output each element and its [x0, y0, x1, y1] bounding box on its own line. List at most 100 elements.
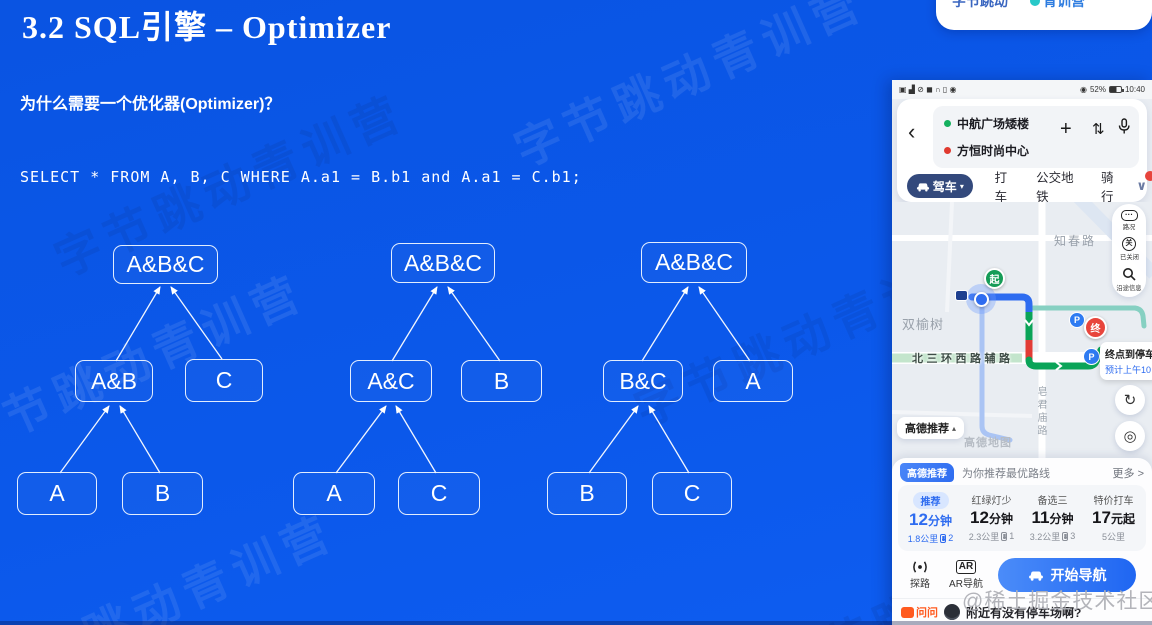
traffic-light-icon: [1001, 531, 1008, 541]
recommend-source-pill[interactable]: 高德推荐 ▴: [897, 417, 965, 439]
traffic-icon: ···: [1120, 210, 1138, 221]
more-routes-link[interactable]: 更多 >: [1112, 467, 1144, 480]
ask-badge: 问问: [901, 604, 938, 620]
chevron-down-icon: ∨: [1136, 178, 1147, 193]
tree2-mid-left: A&C: [350, 360, 432, 402]
ask-question-text: 附近有没有停车场啊?: [966, 605, 1082, 620]
amap-recommend-badge: 高德推荐: [900, 463, 954, 482]
road-label-vertical: 皂君庙路: [1035, 386, 1046, 438]
caret-up-icon: ▴: [952, 423, 957, 433]
sheet-header: 高德推荐 为你推荐最优路线 更多 >: [892, 463, 1152, 482]
avatar: [944, 604, 960, 620]
parking-marker[interactable]: P: [1083, 348, 1100, 365]
car-icon: [916, 182, 929, 192]
drive-caret-icon: ▾: [959, 181, 964, 191]
along-route-info-button[interactable]: 沿途信息: [1112, 267, 1146, 293]
battery-percent: 52%: [1089, 85, 1106, 94]
locate-me-button[interactable]: ◎: [1115, 421, 1145, 451]
tree1-leaf-left: A: [17, 472, 97, 515]
traffic-light-icon: [940, 533, 947, 543]
transport-mode-tabs: 驾车 ▾ 打车 公交地铁 骑行 ∨: [897, 171, 1152, 204]
tab-transit[interactable]: 公交地铁: [1036, 171, 1074, 204]
corner-logo-badge: 字节跳动 青训营: [936, 0, 1152, 30]
more-modes-button[interactable]: ∨: [1136, 171, 1152, 194]
tab-bike[interactable]: 骑行: [1100, 171, 1114, 204]
notification-badge: [1144, 171, 1152, 181]
start-navigation-button[interactable]: 开始导航: [998, 558, 1136, 592]
road-label-main: 北三环西路辅路: [912, 353, 1014, 365]
swap-endpoints-button[interactable]: ⇅: [1092, 121, 1105, 138]
refresh-route-button[interactable]: ↻: [1115, 385, 1145, 415]
sheet-subtitle: 为你推荐最优路线: [962, 467, 1050, 480]
map-brand-watermark: 高德地图: [964, 437, 1012, 449]
radar-icon: [913, 561, 927, 573]
vehicle-icon: [955, 290, 968, 301]
tab-taxi[interactable]: 打车: [994, 171, 1008, 204]
probe-route-button[interactable]: 探路: [898, 560, 942, 590]
status-time: 10:40: [1124, 85, 1145, 94]
refresh-icon: ↻: [1123, 392, 1137, 409]
traffic-light-icon: [1062, 531, 1069, 541]
ask-question-row[interactable]: 问问 附近有没有停车场啊?: [892, 598, 1152, 625]
destination-tooltip[interactable]: 终点到停车 预计上午10: [1100, 342, 1152, 380]
route-endpoints-field[interactable]: 中航广场矮楼 方恒时尚中心 + ⇅: [933, 106, 1139, 168]
road-label-zhichun: 知春路: [1054, 234, 1097, 248]
tree3-mid-left: B&C: [603, 360, 683, 402]
route-search-card: ‹ 中航广场矮楼 方恒时尚中心 + ⇅: [897, 99, 1152, 204]
battery-icon: [1108, 86, 1124, 93]
voice-mic-button[interactable]: [1118, 118, 1130, 137]
route-option-cheap-taxi[interactable]: 特价打车 17元起 5公里: [1092, 496, 1135, 542]
add-stop-button[interactable]: +: [1060, 118, 1072, 140]
phone-status-bar: ▣ ▟ ⊘ ◼ ∩ ▯ ◉ ◉ 52% 10:40: [892, 80, 1152, 99]
logo-dot-icon: [1030, 0, 1040, 6]
diagonal-watermark: 字节跳动青训营: [0, 505, 344, 625]
map-view[interactable]: 知春路 双榆树 北三环西路辅路 皂君庙路 高德地图 起 P 终 P 终点到停车 …: [892, 191, 1152, 458]
route-start-marker: 起: [984, 268, 1005, 289]
tab-drive[interactable]: 驾车 ▾: [907, 174, 973, 198]
tree2-leaf-right: C: [398, 472, 480, 515]
destination-row[interactable]: 方恒时尚中心: [944, 142, 1029, 159]
traffic-toggle-button[interactable]: ··· 路况: [1112, 210, 1146, 232]
tree3-leaf-left: B: [547, 472, 627, 515]
status-left-icons: ▣ ▟ ⊘ ◼ ∩ ▯ ◉: [899, 85, 957, 94]
location-icon: ◉: [1079, 85, 1087, 94]
origin-text: 中航广场矮楼: [957, 117, 1030, 131]
diagonal-watermark: 字节跳动青训营: [0, 265, 314, 467]
slide-bottom-edge: [0, 621, 1152, 625]
report-closed-button[interactable]: 关 已关闭: [1112, 237, 1146, 262]
credit-watermark: @稀土掘金技术社区: [962, 590, 1152, 613]
tree3-root: A&B&C: [641, 242, 747, 283]
tooltip-title: 终点到停车: [1105, 350, 1152, 361]
sql-statement: SELECT * FROM A, B, C WHERE A.a1 = B.b1 …: [20, 168, 582, 186]
origin-row[interactable]: 中航广场矮楼: [944, 115, 1029, 132]
tree2-root: A&B&C: [391, 243, 495, 283]
map-tools-rail: ··· 路况 关 已关闭 沿途信息: [1112, 204, 1146, 297]
page-title: 3.2 SQL引擎 – Optimizer: [22, 9, 392, 45]
destination-dot-icon: [944, 147, 951, 154]
tooltip-eta: 预计上午10: [1105, 365, 1152, 375]
phone-screenshot: ▣ ▟ ⊘ ◼ ∩ ▯ ◉ ◉ 52% 10:40 ‹ 中航广场矮楼 方恒时尚中…: [892, 80, 1152, 625]
chat-bubble-icon: [901, 606, 914, 618]
current-location-puck: [974, 292, 989, 307]
diagonal-watermark: 字节跳动青训营: [506, 0, 874, 177]
tree2-leaf-left: A: [293, 472, 375, 515]
parking-marker[interactable]: P: [1069, 312, 1085, 328]
car-icon: [1028, 571, 1043, 581]
area-label-shuangyushu: 双榆树: [902, 317, 945, 332]
search-icon: [1122, 268, 1136, 281]
question-text: 为什么需要一个优化器(Optimizer)？: [20, 96, 281, 113]
sheet-actions: 探路 AR AR导航 开始导航: [892, 555, 1152, 595]
tree3-mid-right: A: [713, 360, 793, 402]
tree2-mid-right: B: [461, 360, 542, 402]
ar-navigation-button[interactable]: AR AR导航: [949, 560, 983, 590]
tree3-leaf-right: C: [652, 472, 732, 515]
destination-text: 方恒时尚中心: [957, 144, 1030, 158]
back-button[interactable]: ‹: [908, 119, 916, 144]
locate-icon: ◎: [1123, 428, 1137, 445]
